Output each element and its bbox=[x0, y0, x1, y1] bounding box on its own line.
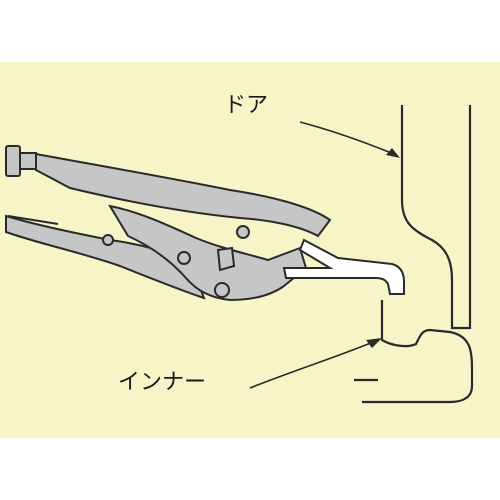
locking-pliers-icon bbox=[5, 145, 332, 302]
door-leader-line bbox=[299, 121, 397, 156]
hemming-hook-icon bbox=[282, 238, 405, 295]
inner-panel-outline bbox=[362, 300, 474, 404]
door-label: ドア bbox=[224, 93, 269, 118]
door-arrow-head-icon bbox=[386, 148, 400, 158]
inner-label: インナー bbox=[118, 370, 207, 395]
inner-leader-line bbox=[249, 339, 379, 389]
door-panel-outline bbox=[400, 105, 472, 330]
inner-arrow-head-icon bbox=[366, 338, 382, 348]
